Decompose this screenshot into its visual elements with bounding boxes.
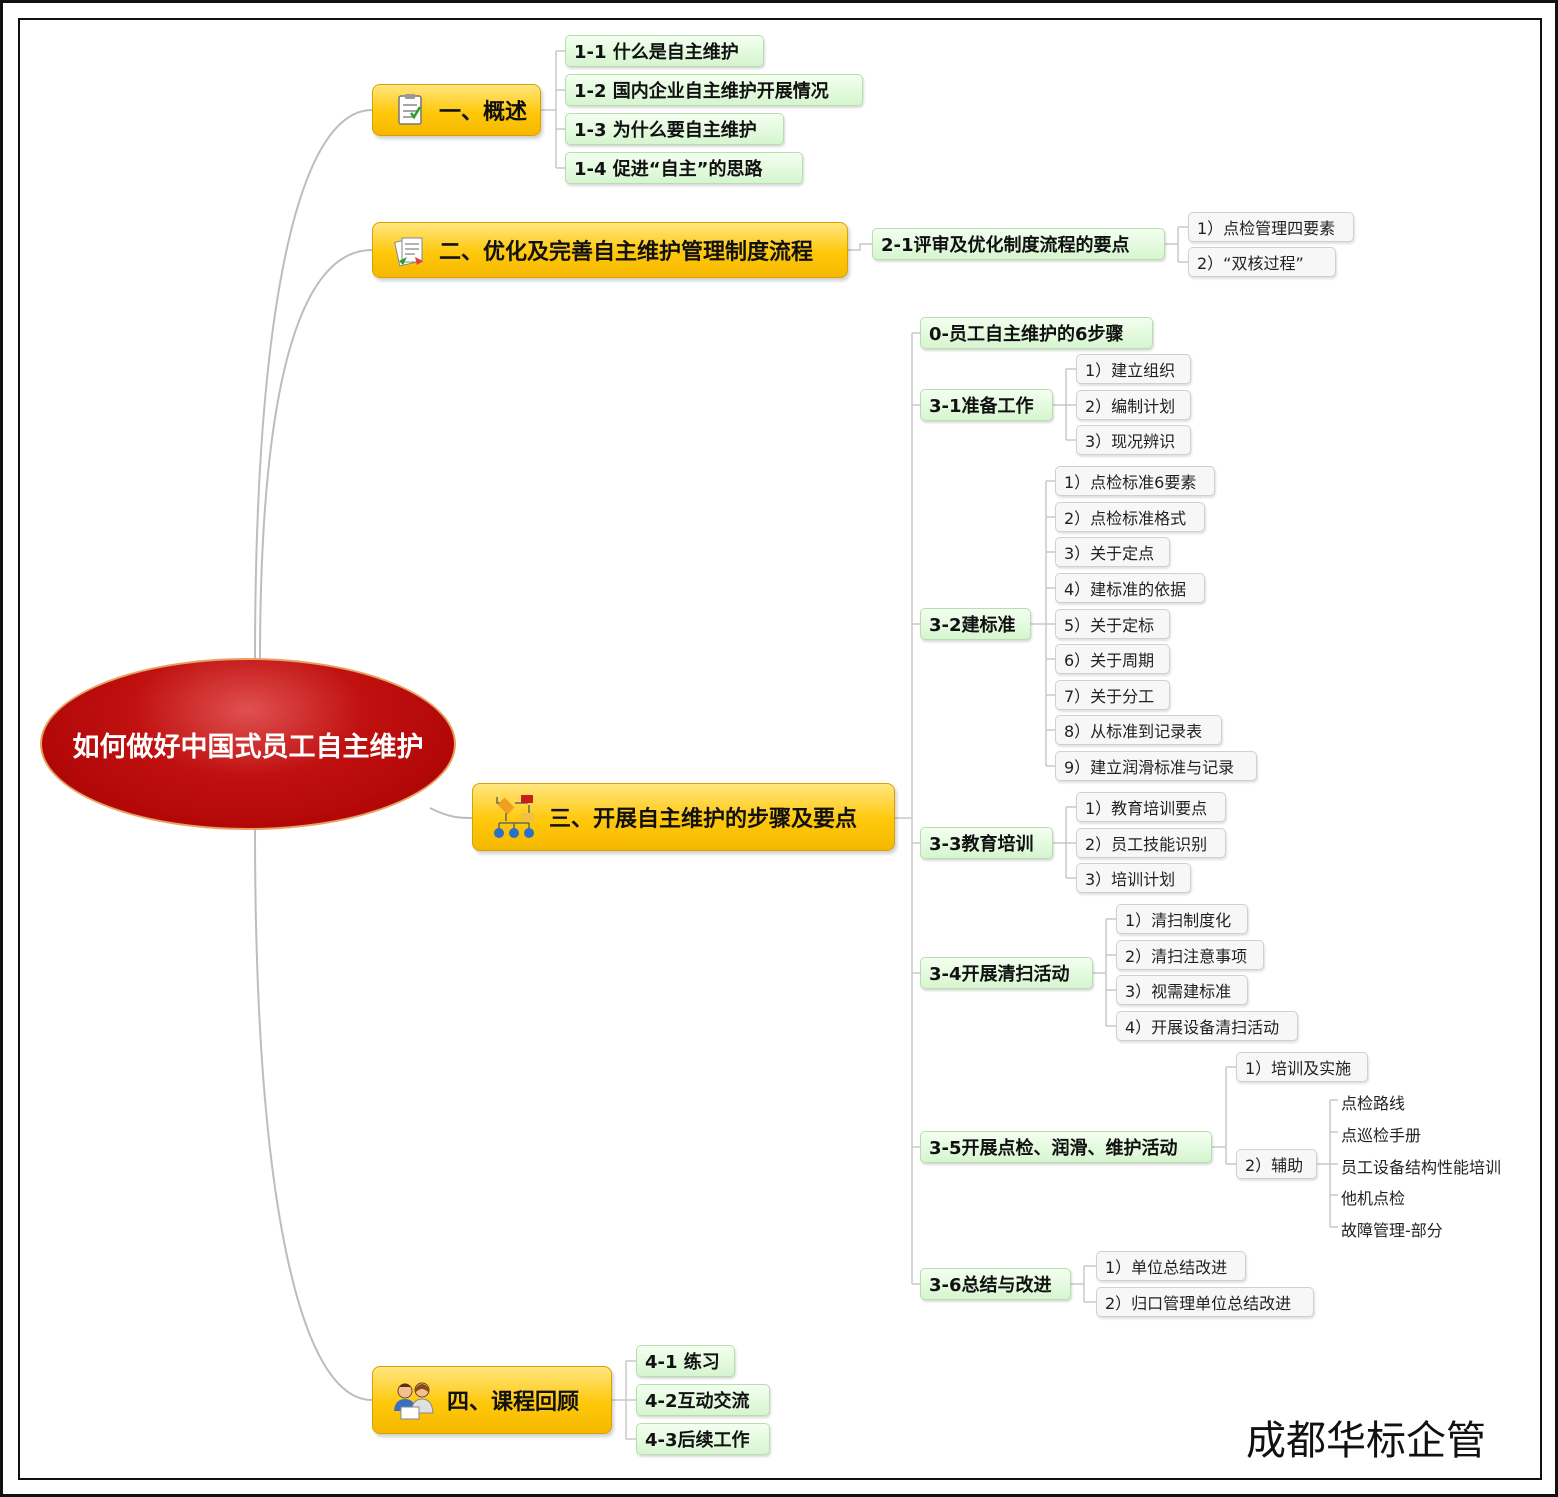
branch-process-label: 二、优化及完善自主维护管理制度流程 bbox=[439, 240, 814, 265]
topic-4-1[interactable]: 4-1 练习 bbox=[636, 1345, 735, 1377]
detail-patrol-manual[interactable]: 点巡检手册 bbox=[1341, 1126, 1422, 1145]
topic-3-3[interactable]: 3-3教育培训 bbox=[920, 827, 1053, 859]
leaf-3-4-2[interactable]: 2）清扫注意事项 bbox=[1116, 940, 1264, 970]
leaf-3-2-3[interactable]: 3）关于定点 bbox=[1055, 537, 1170, 567]
topic-1-4[interactable]: 1-4 促进“自主”的思路 bbox=[565, 152, 803, 184]
checklist-icon bbox=[398, 94, 422, 125]
leaf-3-3-3[interactable]: 3）培训计划 bbox=[1076, 863, 1191, 893]
leaf-3-2-8[interactable]: 8）从标准到记录表 bbox=[1055, 715, 1222, 745]
leaf-3-1-3[interactable]: 3）现况辨识 bbox=[1076, 425, 1191, 455]
leaf-3-1-2[interactable]: 2）编制计划 bbox=[1076, 390, 1191, 420]
branch-review-label: 四、课程回顾 bbox=[447, 1390, 580, 1415]
topic-3-1[interactable]: 3-1准备工作 bbox=[920, 389, 1053, 421]
leaf-3-2-5[interactable]: 5）关于定标 bbox=[1055, 609, 1170, 639]
branch-review[interactable]: 四、课程回顾 bbox=[372, 1366, 612, 1434]
root-topic[interactable]: 如何做好中国式员工自主维护 bbox=[40, 658, 456, 830]
topic-1-2[interactable]: 1-2 国内企业自主维护开展情况 bbox=[565, 74, 863, 106]
leaf-3-3-1[interactable]: 1）教育培训要点 bbox=[1076, 792, 1226, 822]
leaf-3-2-2[interactable]: 2）点检标准格式 bbox=[1055, 502, 1205, 532]
topic-2-1[interactable]: 2-1评审及优化制度流程的要点 bbox=[872, 228, 1165, 260]
leaf-2-1-1[interactable]: 1）点检管理四要素 bbox=[1188, 212, 1354, 242]
detail-inspection-route[interactable]: 点检路线 bbox=[1341, 1094, 1406, 1113]
branch-steps[interactable]: 三、开展自主维护的步骤及要点 bbox=[472, 783, 895, 851]
topic-3-6[interactable]: 3-6总结与改进 bbox=[920, 1268, 1071, 1300]
topic-1-1[interactable]: 1-1 什么是自主维护 bbox=[565, 35, 764, 67]
leaf-3-2-1[interactable]: 1）点检标准6要素 bbox=[1055, 466, 1215, 496]
inner-frame bbox=[18, 18, 1542, 1480]
branch-overview-label: 一、概述 bbox=[439, 100, 528, 125]
detail-equipment-training[interactable]: 员工设备结构性能培训 bbox=[1341, 1158, 1502, 1177]
documents-icon bbox=[394, 237, 423, 267]
topic-3-2[interactable]: 3-2建标准 bbox=[920, 608, 1031, 640]
branch-process[interactable]: 二、优化及完善自主维护管理制度流程 bbox=[372, 222, 848, 278]
topic-3-0[interactable]: 0-员工自主维护的6步骤 bbox=[920, 317, 1153, 349]
topic-3-5[interactable]: 3-5开展点检、润滑、维护活动 bbox=[920, 1131, 1212, 1163]
topic-3-4[interactable]: 3-4开展清扫活动 bbox=[920, 957, 1093, 989]
leaf-3-2-9[interactable]: 9）建立润滑标准与记录 bbox=[1055, 751, 1257, 781]
leaf-3-4-4[interactable]: 4）开展设备清扫活动 bbox=[1116, 1011, 1298, 1041]
leaf-3-2-6[interactable]: 6）关于周期 bbox=[1055, 644, 1170, 674]
leaf-2-1-2[interactable]: 2）“双核过程” bbox=[1188, 247, 1336, 277]
leaf-3-4-3[interactable]: 3）视需建标准 bbox=[1116, 975, 1248, 1005]
leaf-3-1-1[interactable]: 1）建立组织 bbox=[1076, 354, 1191, 384]
branch-overview[interactable]: 一、概述 bbox=[372, 84, 541, 136]
detail-cross-inspection[interactable]: 他机点检 bbox=[1341, 1189, 1406, 1208]
leaf-3-5-2[interactable]: 2）辅助 bbox=[1236, 1149, 1317, 1179]
topic-1-3[interactable]: 1-3 为什么要自主维护 bbox=[565, 113, 784, 145]
topic-4-3[interactable]: 4-3后续工作 bbox=[636, 1423, 770, 1455]
branch-steps-label: 三、开展自主维护的步骤及要点 bbox=[549, 807, 858, 832]
leaf-3-4-1[interactable]: 1）清扫制度化 bbox=[1116, 904, 1248, 934]
leaf-3-3-2[interactable]: 2）员工技能识别 bbox=[1076, 828, 1226, 858]
detail-fault-management[interactable]: 故障管理-部分 bbox=[1341, 1221, 1443, 1240]
leaf-3-6-1[interactable]: 1）单位总结改进 bbox=[1096, 1251, 1246, 1281]
leaf-3-5-1[interactable]: 1）培训及实施 bbox=[1236, 1052, 1368, 1082]
topic-4-2[interactable]: 4-2互动交流 bbox=[636, 1384, 770, 1416]
people-icon bbox=[394, 1382, 434, 1420]
leaf-3-2-4[interactable]: 4）建标准的依据 bbox=[1055, 573, 1205, 603]
company-watermark: 成都华标企管 bbox=[1246, 1418, 1486, 1464]
leaf-3-2-7[interactable]: 7）关于分工 bbox=[1055, 680, 1170, 710]
flowchart-icon bbox=[494, 795, 535, 838]
leaf-3-6-2[interactable]: 2）归口管理单位总结改进 bbox=[1096, 1287, 1314, 1317]
